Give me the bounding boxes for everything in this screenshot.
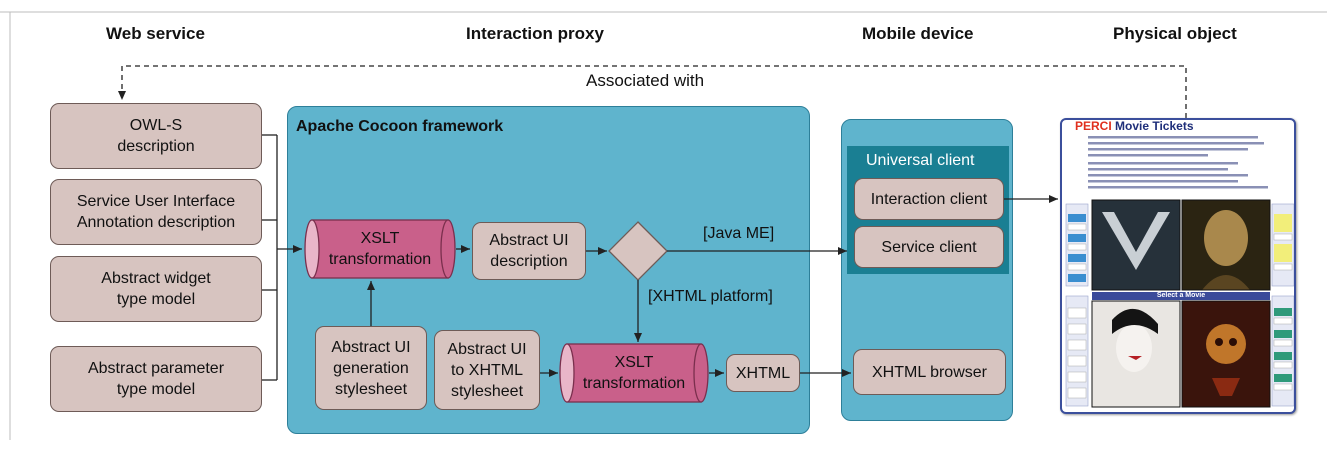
header-physical-object: Physical object [1113,24,1237,43]
universal-client-title: Universal client [866,152,975,169]
movie-poster-bottom-left [1091,300,1181,408]
abstract-ui-to-xhtml-stylesheet-text: Abstract UI to XHTML stylesheet [447,340,527,400]
abstract-ui-generation-stylesheet-text: Abstract UI generation stylesheet [331,338,411,398]
poster-instructions [1088,136,1268,189]
xslt-top-text: XSLT transformation [328,230,432,268]
abstract-ui-description-text: Abstract UI description [489,232,569,270]
xslt-bottom-text: XSLT transformation [582,354,686,392]
poster-right-buttons [1271,203,1294,407]
poster-artwork [1065,136,1294,408]
service-ui-annotation-box: Service User Interface Annotation descri… [50,179,262,245]
associated-with-label: Associated with [586,71,705,90]
service-client-text: Service client [881,238,977,256]
movie-poster-top-left [1091,199,1181,291]
xslt-transformation-top [304,219,456,279]
perci-movie-poster: PERCI Movie Tickets [1060,118,1296,414]
abstract-ui-generation-stylesheet-box: Abstract UI generation stylesheet [315,326,427,410]
xslt-transformation-bottom [559,343,709,403]
xhtml-browser-box: XHTML browser [853,349,1006,395]
interaction-client-box: Interaction client [854,178,1004,220]
select-movie-bar [1092,292,1270,300]
header-web-service: Web service [106,24,205,43]
header-interaction-proxy: Interaction proxy [466,24,604,43]
owl-s-description-text: OWL-S description [117,117,195,155]
abstract-ui-description-box: Abstract UI description [472,222,586,280]
abstract-parameter-type-model-text: Abstract parameter type model [87,360,225,398]
xslt-top-label: XSLT transformation [316,222,444,276]
xhtml-text: XHTML [735,364,791,382]
select-movie-label: Select a Movie [1156,292,1206,299]
header-mobile-device: Mobile device [862,24,974,43]
abstract-widget-type-model-box: Abstract widget type model [50,256,262,322]
poster-left-buttons [1065,203,1089,407]
xhtml-box: XHTML [726,354,800,392]
java-me-label: [Java ME] [703,225,775,242]
poster-title: PERCI Movie Tickets [1072,119,1197,133]
interaction-client-text: Interaction client [870,190,988,208]
service-ui-annotation-text: Service User Interface Annotation descri… [76,193,236,231]
poster-title-text: Movie Tickets [1111,119,1194,133]
abstract-widget-type-model-text: Abstract widget type model [101,270,211,308]
cocoon-framework-title: Apache Cocoon framework [296,118,504,135]
movie-poster-top-right [1181,199,1271,291]
platform-decision-diamond [608,221,668,281]
xhtml-platform-label: [XHTML platform] [648,288,773,305]
service-client-box: Service client [854,226,1004,268]
owl-s-description-box: OWL-S description [50,103,262,169]
poster-brand: PERCI [1075,119,1112,133]
movie-poster-bottom-right [1181,300,1271,408]
xslt-bottom-label: XSLT transformation [571,346,697,400]
abstract-ui-to-xhtml-stylesheet-box: Abstract UI to XHTML stylesheet [434,330,540,410]
abstract-parameter-type-model-box: Abstract parameter type model [50,346,262,412]
xhtml-browser-text: XHTML browser [872,363,987,381]
